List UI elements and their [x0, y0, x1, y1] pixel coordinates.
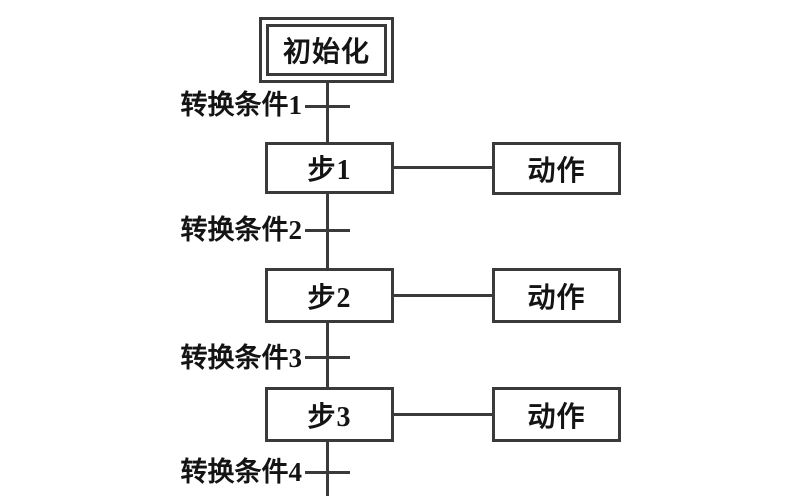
step-box-2: 步2 — [265, 268, 394, 323]
transition-label-4: 转换条件4 — [180, 457, 303, 487]
transition-label-3: 转换条件3 — [180, 343, 303, 373]
initial-step-label: 初始化 — [266, 24, 387, 76]
action-box-2: 动作 — [492, 268, 621, 323]
connector-line-3 — [394, 413, 493, 416]
flow-line-segment-4 — [326, 442, 329, 496]
action-box-1: 动作 — [492, 142, 621, 195]
connector-line-2 — [394, 294, 493, 297]
transition-bar-3 — [305, 356, 350, 359]
step-box-3: 步3 — [265, 387, 394, 442]
connector-line-1 — [394, 166, 493, 169]
transition-label-1: 转换条件1 — [180, 90, 303, 120]
initial-step-box: 初始化 — [259, 17, 394, 83]
action-box-3: 动作 — [492, 387, 621, 442]
flow-line-segment-1 — [326, 83, 329, 142]
transition-label-2: 转换条件2 — [180, 215, 303, 245]
step-box-1: 步1 — [265, 142, 394, 194]
transition-bar-2 — [305, 229, 350, 232]
flow-line-segment-3 — [326, 322, 329, 387]
transition-bar-4 — [305, 471, 350, 474]
transition-bar-1 — [305, 105, 350, 108]
